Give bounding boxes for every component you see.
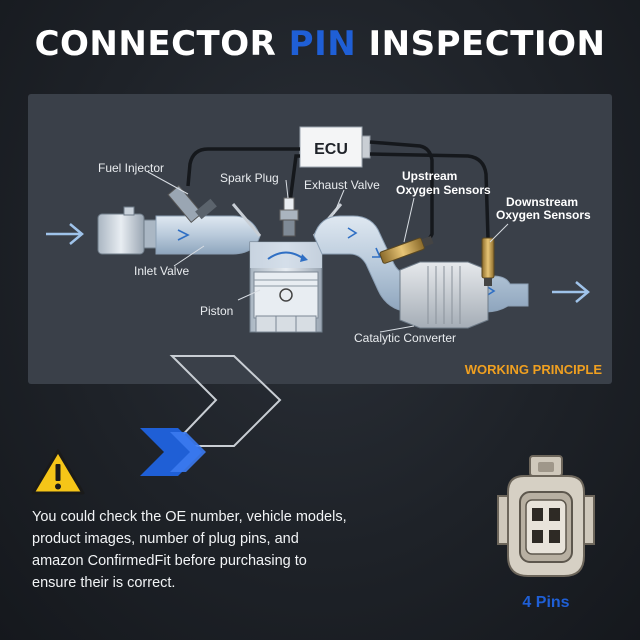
downstream-oxygen-sensor: [481, 237, 495, 286]
pins-count-label: 4 Pins: [522, 594, 570, 611]
connector-pin: [532, 530, 543, 543]
title-highlight: PIN: [288, 24, 357, 64]
upstream-oxygen-sensor: [379, 235, 434, 264]
title-suffix: INSPECTION: [368, 24, 606, 64]
exhaust-arrow-icon: [552, 281, 590, 303]
warning-icon: [31, 449, 85, 495]
chevron-outline-icon: [169, 355, 282, 447]
fuel-injector: [167, 185, 217, 223]
notice-text: You could check the OE number, vehicle m…: [32, 509, 347, 591]
label-exhaust-valve: Exhaust Valve: [304, 178, 380, 192]
air-intake: [97, 206, 157, 255]
label-piston: Piston: [200, 304, 233, 318]
label-spark-plug: Spark Plug: [220, 171, 279, 185]
cylinder-block: [249, 241, 323, 333]
spark-plug: [279, 197, 299, 237]
label-catalytic-converter: Catalytic Converter: [354, 331, 456, 345]
label-downstream-1: Downstream: [506, 195, 578, 209]
connector-pin: [549, 508, 560, 521]
ecu-box: ECU: [299, 126, 371, 168]
label-inlet-valve: Inlet Valve: [134, 264, 189, 278]
intake-arrow-icon: [46, 223, 84, 245]
leader-lines: [147, 171, 509, 333]
working-principle-panel: ECU: [28, 94, 612, 384]
title-prefix: CONNECTOR: [34, 24, 277, 64]
working-principle-label: WORKING PRINCIPLE: [464, 362, 602, 377]
connector-image: [497, 455, 595, 577]
label-fuel-injector: Fuel Injector: [98, 161, 164, 175]
catalytic-converter: [399, 261, 489, 329]
engine-diagram: ECU: [46, 126, 591, 345]
label-upstream-2: Oxygen Sensors: [396, 183, 491, 197]
page-title: CONNECTOR PIN INSPECTION: [0, 24, 640, 64]
label-downstream-2: Oxygen Sensors: [496, 208, 591, 222]
label-upstream-1: Upstream: [402, 169, 457, 183]
connector-pin: [532, 508, 543, 521]
ecu-label: ECU: [314, 141, 348, 158]
flow-arrows: [177, 227, 496, 297]
connector-pin: [549, 530, 560, 543]
